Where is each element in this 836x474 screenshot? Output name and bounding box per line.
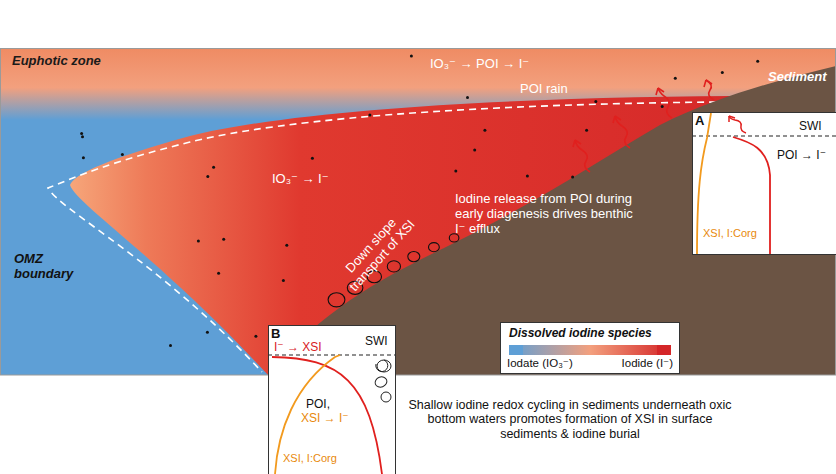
inset-box: A SWI POI → I⁻ XSI, I:Corg	[692, 112, 836, 255]
legend-swatch	[509, 345, 523, 355]
poi-dot	[121, 153, 124, 156]
node-text: SWI	[365, 335, 388, 349]
poi-dot	[368, 113, 371, 116]
poi-dot	[311, 157, 314, 160]
poi-dot	[254, 335, 257, 338]
poi-dot	[661, 105, 664, 108]
swi-line	[268, 354, 396, 355]
node-text: POI,	[306, 398, 330, 412]
caption-text: Shallow iodine redox cycling in sediment…	[402, 398, 738, 441]
region-label: POI rain	[520, 82, 568, 97]
legend-text: Iodide (I⁻)	[601, 357, 673, 370]
poi-dot	[594, 100, 597, 103]
legend-text: Iodate (IO₃⁻)	[507, 357, 573, 370]
poi-dot	[206, 175, 209, 178]
poi-dot	[206, 331, 209, 334]
node-text: I⁻ → XSI	[274, 341, 322, 355]
poi-dot	[585, 129, 588, 132]
poi-dot	[217, 272, 220, 275]
region-label: OMZ boundary	[14, 252, 94, 282]
region-label: IO₃⁻ → POI → I⁻	[430, 57, 529, 72]
poi-particles	[80, 54, 759, 347]
region-label: IO₃⁻ → I⁻	[272, 172, 329, 187]
poi-dot	[756, 60, 759, 63]
region-label: Sediment	[768, 70, 827, 85]
ocean	[0, 48, 836, 375]
legend-swatch	[657, 345, 671, 355]
node-text: B	[271, 327, 280, 342]
xsi-particle	[429, 243, 440, 252]
node-text: XSI, I:Corg	[703, 227, 757, 240]
node-text: XSI, I:Corg	[283, 452, 337, 465]
poi-dot	[169, 344, 172, 347]
poi-dot	[571, 176, 574, 179]
node-text: A	[695, 114, 704, 129]
legend-box: Dissolved iodine speciesIodate (IO₃⁻) Iod…	[500, 322, 680, 374]
poi-dot	[282, 279, 285, 282]
inset-a-ground	[692, 112, 836, 255]
poi-dot	[483, 129, 486, 132]
poi-dot	[721, 71, 724, 74]
poi-dot	[674, 77, 677, 80]
poi-dot	[473, 148, 476, 151]
poi-dot	[197, 240, 200, 243]
node-text: POI → I⁻	[777, 149, 826, 163]
poi-dot	[410, 54, 413, 57]
xsi-particle	[387, 261, 400, 272]
frame	[1, 49, 836, 376]
node-text: XSI → I⁻	[301, 412, 349, 426]
poi-dot	[81, 135, 84, 138]
poi-dot	[454, 170, 457, 173]
legend-bar	[509, 345, 671, 355]
poi-dot	[526, 175, 529, 178]
inset-b-ground	[268, 325, 396, 474]
poi-dot	[466, 96, 469, 99]
node-text: SWI	[799, 120, 822, 134]
region-label: Euphotic zone	[12, 54, 101, 69]
poi-dot	[285, 244, 288, 247]
inset-particles	[374, 360, 391, 402]
poi-dot	[212, 166, 215, 169]
efflux-arrow	[729, 116, 746, 133]
xsi-particle	[408, 252, 420, 262]
inset-box: B SWI I⁻ → XSI POI,XSI → I⁻ XSI, I:Corg	[268, 325, 396, 474]
cycle-arrow	[376, 360, 388, 372]
poi-dot	[222, 238, 225, 241]
xsi-particle	[328, 293, 345, 307]
swi-line	[692, 135, 836, 136]
poi-dot	[80, 132, 83, 135]
node-text: Dissolved iodine species	[509, 327, 652, 341]
arrow-head	[729, 116, 735, 122]
region-label: Iodine release from POI during early dia…	[455, 192, 645, 237]
poi-dot	[82, 156, 85, 159]
